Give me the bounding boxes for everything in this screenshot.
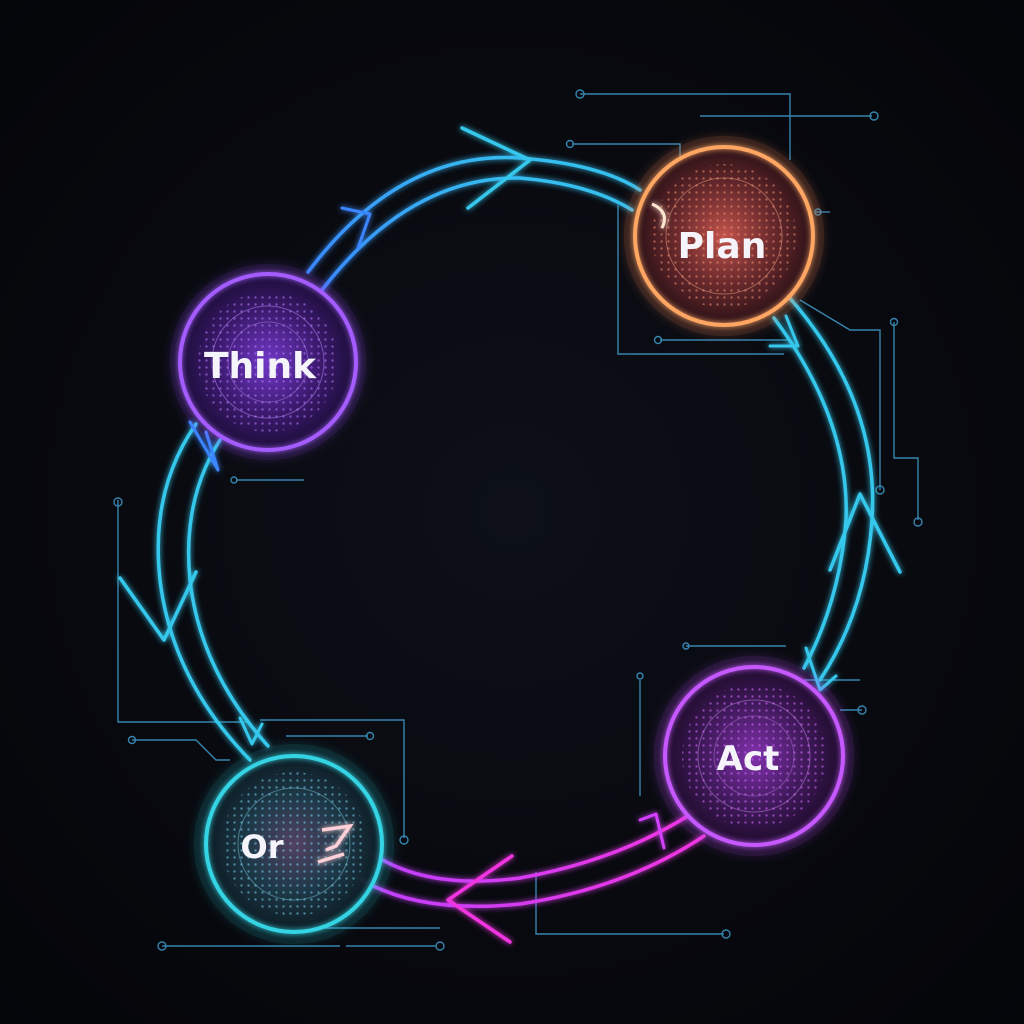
node-plan-label: Plan [678, 226, 767, 267]
arrowhead-top [460, 126, 532, 210]
node-plan: Plan [624, 136, 824, 336]
arrowhead-top-small [340, 206, 372, 250]
node-think-label: Think [204, 346, 317, 387]
node-observe: Or [194, 744, 394, 944]
arrowhead-left [118, 570, 198, 642]
arrow-observe-to-think [156, 422, 252, 762]
glyph-spark-icon [317, 823, 354, 864]
arrowhead-bottom [446, 854, 514, 944]
arrowhead-left-lower [238, 716, 264, 746]
arrow-plan-to-act-inner [772, 316, 848, 670]
node-think: Think [170, 264, 366, 460]
node-act: Act [654, 656, 854, 856]
arrow-plan-to-act [786, 294, 875, 682]
arrow-observe-to-think-inner [186, 438, 270, 748]
arrowhead-right [828, 492, 902, 574]
arrow-think-to-plan [306, 155, 642, 274]
arrowhead-bottom-small [638, 812, 666, 850]
arrow-act-to-observe-inner [360, 834, 706, 909]
node-act-label: Act [717, 739, 780, 779]
node-observe-label: Or [241, 828, 284, 866]
glyph-spark-icon [651, 202, 666, 229]
cycle-arrows [118, 126, 902, 944]
circuit-traces [113, 89, 923, 951]
arrowhead-right-upper [768, 314, 800, 348]
arrow-think-to-plan-inner [320, 176, 634, 292]
arrow-act-to-observe [374, 810, 696, 883]
arrowhead-left-upper [188, 420, 220, 472]
